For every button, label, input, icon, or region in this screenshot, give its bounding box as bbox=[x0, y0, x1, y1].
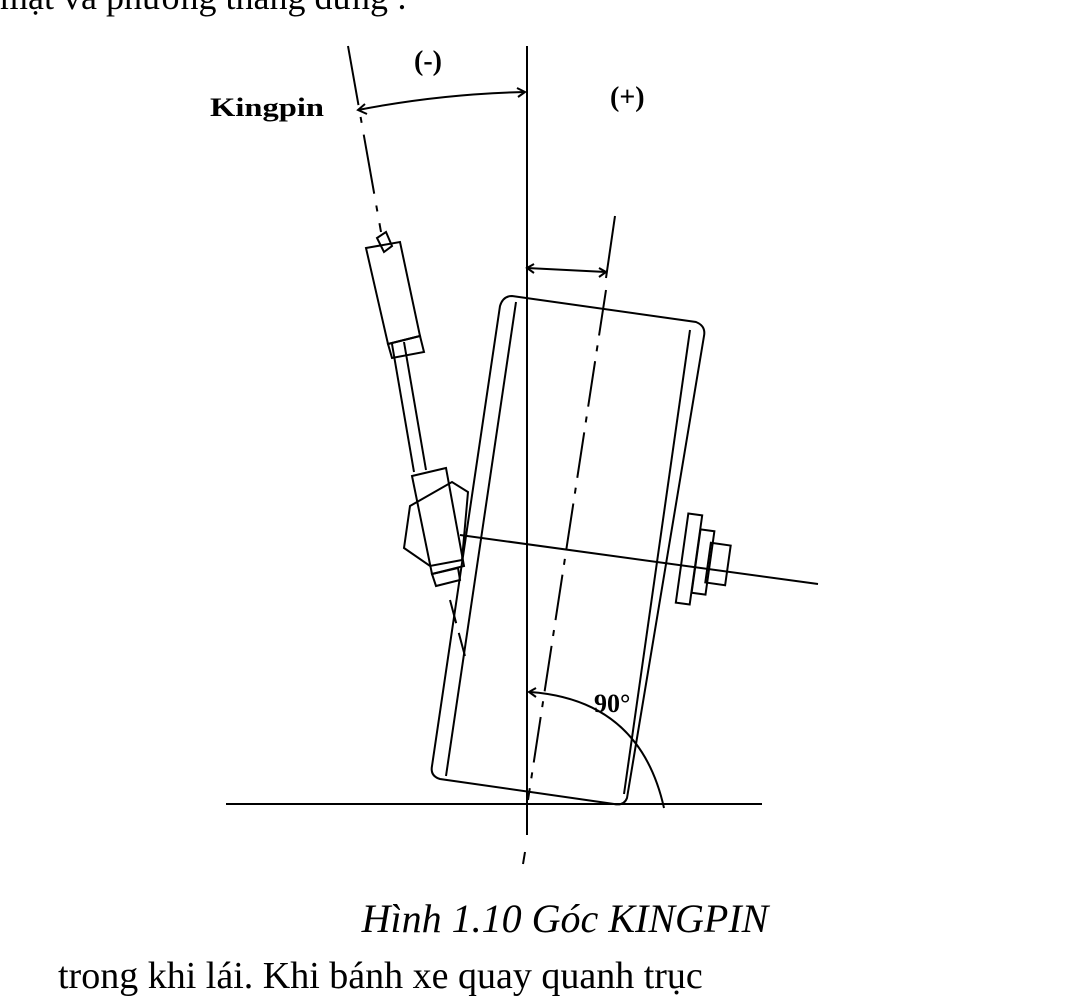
positive-sign-label: (+) bbox=[610, 82, 645, 113]
preceding-text-line: mặt và phương thẳng đứng : bbox=[0, 0, 407, 18]
kingpin-label: Kingpin bbox=[210, 93, 325, 122]
wheel-centerline bbox=[527, 289, 607, 801]
right-angle-arc bbox=[529, 691, 665, 809]
strut-assembly bbox=[364, 230, 466, 588]
kingpin-axis-line bbox=[347, 45, 382, 233]
figure-caption: Hình 1.10 Góc KINGPIN bbox=[361, 896, 769, 941]
axle-line bbox=[459, 534, 819, 585]
camber-dimension-line bbox=[605, 215, 616, 279]
negative-sign-label: (-) bbox=[414, 46, 442, 77]
hub-nut bbox=[674, 512, 732, 606]
steering-knuckle bbox=[402, 480, 470, 568]
following-text-line: trong khi lái. Khi bánh xe quay quanh tr… bbox=[58, 955, 703, 997]
right-angle-label: 90° bbox=[594, 689, 630, 718]
kingpin-angle-arc bbox=[357, 91, 526, 111]
